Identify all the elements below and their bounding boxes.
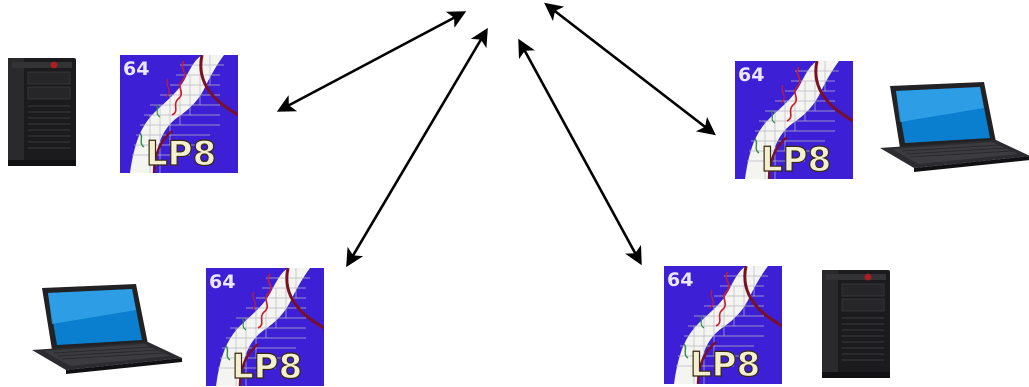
logo-corner-text: 64: [123, 58, 149, 80]
logo-main-text: LP8: [146, 134, 216, 173]
logo-main-text: LP8: [232, 347, 302, 386]
link-bottom-right-arrow: [518, 38, 642, 266]
link-top-right-arrow: [544, 2, 716, 136]
desktop-tower-icon: [820, 268, 894, 380]
logo-main-text: LP8: [761, 140, 831, 179]
laptop-icon: [24, 284, 184, 374]
link-top-left-arrow: [276, 11, 467, 112]
lp8-logo: 64 LP8: [206, 268, 324, 386]
lp8-logo: 64 LP8: [735, 61, 853, 179]
logo-corner-text: 64: [667, 269, 693, 291]
lp8-logo: 64 LP8: [120, 55, 238, 173]
logo-main-text: LP8: [690, 345, 760, 384]
desktop-tower-icon: [6, 56, 80, 168]
logo-corner-text: 64: [738, 64, 764, 86]
lp8-logo: 64 LP8: [664, 266, 782, 384]
laptop-icon: [872, 82, 1029, 172]
link-bottom-left-arrow: [346, 27, 488, 268]
logo-corner-text: 64: [209, 271, 235, 293]
